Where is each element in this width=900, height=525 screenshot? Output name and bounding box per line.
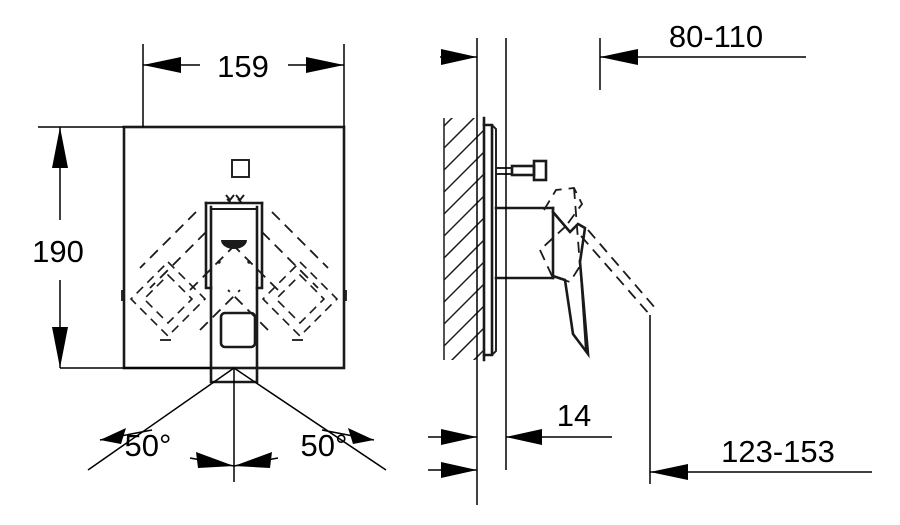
plate-marking-square — [231, 159, 250, 178]
lever-handle-front — [204, 194, 264, 384]
mounting-pin — [496, 159, 548, 182]
wall-depth-start-arrow — [440, 49, 477, 65]
angle-leader-left — [87, 367, 235, 471]
lever-swing-right-ghost — [261, 260, 347, 341]
lever-rotated-ghost-side — [539, 187, 584, 284]
dimension-123-153-label: 123-153 — [721, 434, 835, 469]
wall-chain-arrow-lower — [428, 462, 477, 478]
angle-arrows-center — [189, 452, 279, 468]
dimension-80-110-label: 80-110 — [669, 19, 763, 54]
cartridge-body-side — [494, 206, 555, 280]
angle-arrow-left — [99, 428, 153, 444]
escutcheon-plate-side — [482, 123, 497, 357]
dimension-50-right-label: 50° — [301, 428, 348, 463]
dimension-190: 190 — [32, 126, 124, 368]
dimension-80-110: 80-110 — [600, 19, 806, 65]
angle-arrow-right — [321, 428, 375, 444]
dimension-14-left-arrow — [428, 429, 477, 445]
side-view-group: 80-110 14 123-153 — [428, 19, 872, 505]
dimension-14-label: 14 — [557, 398, 591, 433]
dimension-14: 14 — [506, 398, 612, 445]
front-view-group: 159 190 50° 50° — [32, 44, 387, 482]
dimension-159: 159 — [142, 44, 345, 127]
dimension-159-label: 159 — [217, 49, 269, 84]
angle-leader-right — [233, 367, 387, 471]
dimension-123-153: 123-153 — [650, 434, 872, 480]
dimension-190-label: 190 — [32, 234, 84, 269]
projection-dashed-leader — [580, 229, 657, 316]
dimension-50-left-label: 50° — [125, 428, 172, 463]
swing-guide-lines — [139, 211, 329, 331]
wall-hatch-pattern — [444, 118, 484, 360]
